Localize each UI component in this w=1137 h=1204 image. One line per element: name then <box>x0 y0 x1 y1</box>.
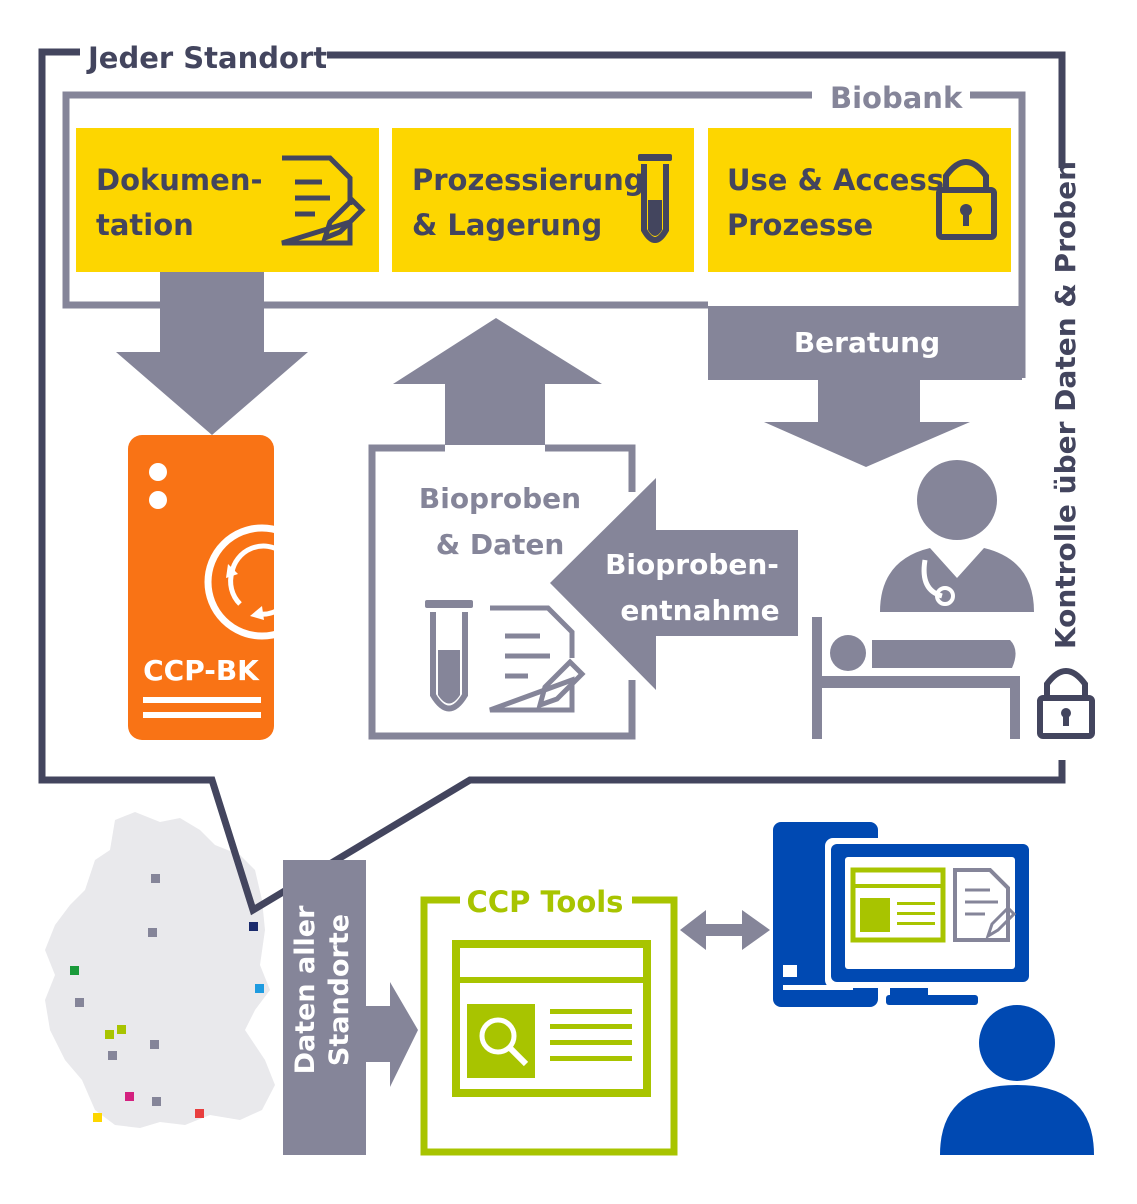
computer-icon <box>773 822 1035 1007</box>
process-label-line2: & Lagerung <box>412 208 602 242</box>
site-marker <box>125 1092 134 1101</box>
process-label-line2: Prozesse <box>727 208 873 242</box>
site-marker <box>105 1030 114 1039</box>
site-marker <box>195 1109 204 1118</box>
site-marker <box>117 1025 126 1034</box>
patient-bed-icon <box>812 617 1020 739</box>
arrow-documentation-to-server <box>116 272 308 435</box>
all-sites-label-line2: Standorte <box>324 914 355 1066</box>
sampling-label-line1: Bioproben- <box>605 548 779 581</box>
site-marker <box>152 1097 161 1106</box>
beratung-label: Beratung <box>794 326 940 359</box>
lock-icon <box>1037 668 1095 739</box>
document-icon <box>489 605 586 713</box>
site-marker <box>249 922 258 931</box>
control-label: Kontrolle über Daten & Proben <box>1049 161 1082 649</box>
biobank-title: Biobank <box>830 81 963 115</box>
arrow-beratung <box>708 306 1022 467</box>
site-frame-title: Jeder Standort <box>86 41 327 75</box>
arrow-samples-to-processing <box>393 318 602 445</box>
doctor-icon <box>880 460 1034 612</box>
sync-icon <box>204 524 320 640</box>
test-tube-icon <box>638 154 672 243</box>
site-marker <box>93 1113 102 1122</box>
ccp-tools-title: CCP Tools <box>467 885 624 919</box>
site-marker <box>70 966 79 975</box>
site-marker <box>75 998 84 1007</box>
site-marker <box>108 1051 117 1060</box>
lock-icon <box>936 159 997 240</box>
document-icon <box>281 155 366 246</box>
process-label-line2: tation <box>96 208 194 242</box>
site-frame <box>38 48 1066 916</box>
sampling-label-line2: entnahme <box>620 594 779 627</box>
double-arrow <box>680 910 770 950</box>
biobank-frame <box>62 91 1026 378</box>
ccp-tools-frame <box>420 896 678 1156</box>
site-marker <box>255 984 264 993</box>
search-window-icon <box>452 940 651 1097</box>
samples-box <box>368 444 636 740</box>
server-label: CCP-BK <box>143 654 260 687</box>
process-box-access <box>708 128 1011 272</box>
process-label-line1: Prozessierung <box>412 163 645 197</box>
test-tube-icon <box>425 600 473 712</box>
arrow-all-sites <box>283 860 418 1155</box>
arrow-sampling <box>550 478 798 690</box>
process-label-line1: Dokumen- <box>96 163 263 197</box>
site-marker <box>151 874 160 883</box>
samples-label-line2: & Daten <box>436 528 565 561</box>
germany-map <box>45 812 275 1128</box>
user-icon <box>940 1005 1094 1155</box>
process-box-documentation <box>76 128 379 272</box>
site-marker <box>148 928 157 937</box>
site-marker <box>150 1040 159 1049</box>
ccp-bk-server: CCP-BK <box>128 435 320 740</box>
process-label-line1: Use & Access <box>727 163 944 197</box>
samples-label-line1: Bioproben <box>419 482 581 515</box>
all-sites-label-line1: Daten aller <box>290 905 321 1075</box>
